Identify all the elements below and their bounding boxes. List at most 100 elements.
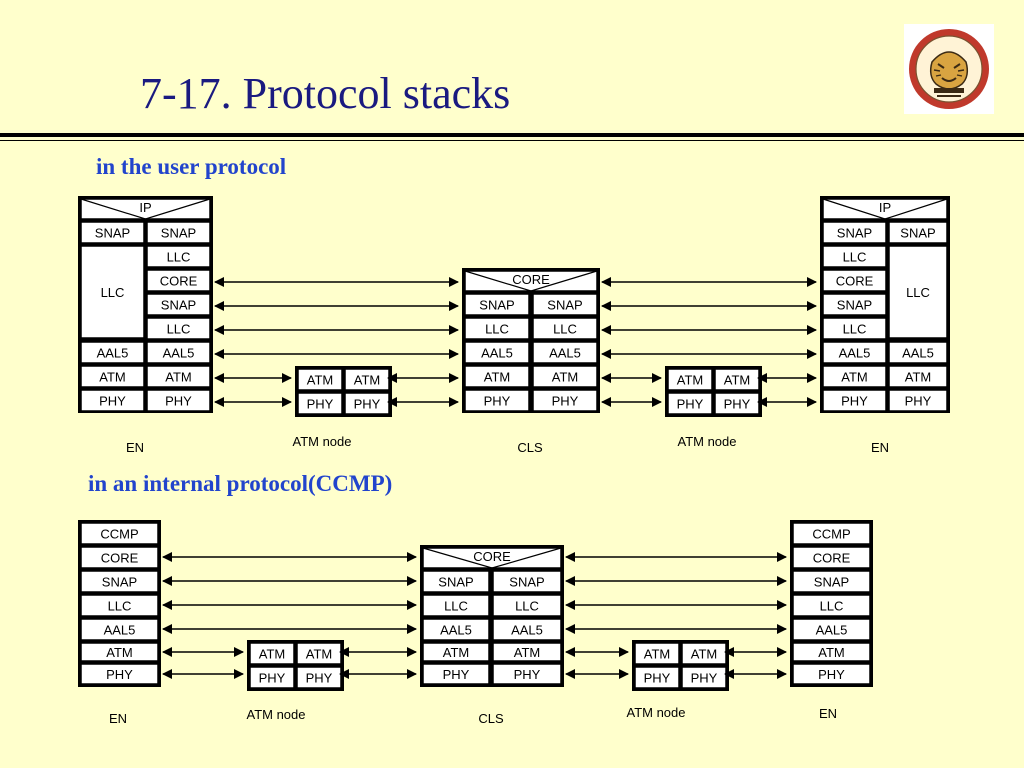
ccmp-en-right-llc-box — [792, 594, 871, 617]
ccmp-cls-core-label: CORE — [473, 549, 511, 564]
ccmp-label-atm-node-left: ATM node — [246, 707, 305, 722]
ccmp-cls-snap-b-box — [492, 570, 562, 593]
ccmp-cls-aal5-a-label: AAL5 — [440, 623, 472, 638]
user-en-left-snap-b-box — [146, 221, 211, 244]
ccmp-cls-aal5-b-label: AAL5 — [511, 623, 543, 638]
user-en-right-llc-2-box — [822, 317, 887, 340]
ccmp-atm-node-left-phy-right-label: PHY — [306, 671, 333, 686]
ccmp-cls-snap-a-box — [422, 570, 490, 593]
user-cls-snap-a-label: SNAP — [479, 298, 514, 313]
user-en-left-snap-c-box — [146, 293, 211, 316]
ccmp-label-en-left: EN — [109, 711, 127, 726]
user-en-left-llc-1-box — [146, 245, 211, 268]
user-en-right-phy-b-label: PHY — [905, 394, 932, 409]
ccmp-en-left-ccmp-label: CCMP — [100, 527, 138, 542]
ccmp-atm-node-left-phy-left-box — [249, 666, 295, 689]
user-en-right-phy-a-label: PHY — [841, 394, 868, 409]
user-en-left-core-box — [146, 269, 211, 292]
ccmp-en-left-phy-box — [80, 663, 159, 685]
ccmp-cls-aal5-a-box — [422, 618, 490, 641]
user-en-right-snap-b-label: SNAP — [900, 226, 935, 241]
user-cls-snap-b-label: SNAP — [547, 298, 582, 313]
user-cls-snap-a-box — [464, 293, 530, 316]
ccmp-en-right-atm-label: ATM — [818, 645, 844, 660]
user-en-left-phy-a-label: PHY — [99, 394, 126, 409]
user-en-right-atm-b-label: ATM — [905, 370, 931, 385]
ccmp-en-right-ccmp-box — [792, 522, 871, 545]
user-en-right-llc-1-label: LLC — [843, 250, 867, 265]
user-cls-frame — [462, 268, 600, 413]
user-atm-node-right-phy-right-label: PHY — [724, 397, 751, 412]
user-en-right-core-label: CORE — [836, 274, 874, 289]
user-en-right-ip-label: IP — [879, 200, 891, 215]
ccmp-en-right-ccmp-label: CCMP — [812, 527, 850, 542]
ccmp-cls-core-wedge — [422, 547, 562, 569]
user-cls-phy-a-label: PHY — [484, 394, 511, 409]
ccmp-en-right-phy-box — [792, 663, 871, 685]
ccmp-atm-node-right-atm-left-label: ATM — [644, 647, 670, 662]
ccmp-cls-atm-a-label: ATM — [443, 645, 469, 660]
section-heading-user: in the user protocol — [96, 154, 287, 179]
user-en-left-aal5-a-box — [80, 341, 145, 364]
ccmp-en-right-core-box — [792, 546, 871, 569]
ccmp-en-left-atm-box — [80, 642, 159, 662]
user-cls-core-wedge — [464, 270, 598, 292]
ccmp-atm-node-right-phy-left-box — [634, 666, 680, 689]
ccmp-en-left-core-label: CORE — [101, 551, 139, 566]
ccmp-en-right-atm-box — [792, 642, 871, 662]
ccmp-en-left-snap-label: SNAP — [102, 575, 137, 590]
user-label-atm-node-right: ATM node — [677, 434, 736, 449]
ccmp-en-left-llc-box — [80, 594, 159, 617]
user-cls-snap-b-box — [532, 293, 598, 316]
ccmp-en-right-phy-label: PHY — [818, 667, 845, 682]
ccmp-cls-llc-b-box — [492, 594, 562, 617]
user-en-right-aal5-b-box — [888, 341, 948, 364]
ccmp-atm-node-right-phy-right-label: PHY — [691, 671, 718, 686]
ccmp-cls-snap-b-label: SNAP — [509, 575, 544, 590]
ccmp-en-left-aal5-label: AAL5 — [104, 623, 136, 638]
user-atm-node-right-atm-left-label: ATM — [677, 373, 703, 388]
title-divider — [0, 133, 1024, 137]
ccmp-en-left-phy-label: PHY — [106, 667, 133, 682]
user-atm-node-right-atm-right-label: ATM — [724, 373, 750, 388]
user-en-right-ip-wedge — [822, 198, 948, 220]
user-en-right-atm-a-label: ATM — [841, 370, 867, 385]
user-en-left-llc-2-label: LLC — [167, 322, 191, 337]
ccmp-label-cls: CLS — [478, 711, 504, 726]
user-en-left-ip-wedge — [80, 198, 211, 220]
ccmp-cls-aal5-b-box — [492, 618, 562, 641]
user-en-right-aal5-b-label: AAL5 — [902, 346, 934, 361]
slide-title: 7-17. Protocol stacks — [140, 69, 511, 118]
ccmp-atm-node-left-atm-right-label: ATM — [306, 647, 332, 662]
user-en-right-atm-a-box — [822, 365, 887, 388]
ccmp-cls-atm-a-box — [422, 642, 490, 662]
user-cls-aal5-b-box — [532, 341, 598, 364]
user-en-left-aal5-b-box — [146, 341, 211, 364]
user-en-left-phy-a-box — [80, 389, 145, 412]
ccmp-cls-atm-b-label: ATM — [514, 645, 540, 660]
user-en-right-llc-tall-label: LLC — [906, 285, 930, 300]
user-en-right-core-box — [822, 269, 887, 292]
user-en-left-snap-b-label: SNAP — [161, 226, 196, 241]
user-en-left-atm-b-label: ATM — [165, 370, 191, 385]
user-en-right-llc-1-box — [822, 245, 887, 268]
user-en-right-snap-a-label: SNAP — [837, 226, 872, 241]
user-cls-llc-b-box — [532, 317, 598, 340]
user-en-right-snap-a-box — [822, 221, 887, 244]
user-cls-llc-a-box — [464, 317, 530, 340]
ccmp-cls-snap-a-label: SNAP — [438, 575, 473, 590]
user-cls-llc-b-label: LLC — [553, 322, 577, 337]
user-en-right-snap-c-box — [822, 293, 887, 316]
user-cls-llc-a-label: LLC — [485, 322, 509, 337]
user-en-right-llc-tall-box — [888, 245, 948, 339]
user-en-left-llc-tall-label: LLC — [101, 285, 125, 300]
title-divider-thin — [0, 140, 1024, 141]
ccmp-cls-atm-b-box — [492, 642, 562, 662]
ccmp-en-right-snap-label: SNAP — [814, 575, 849, 590]
user-atm-node-left-atm-right-label: ATM — [354, 373, 380, 388]
user-cls-phy-b-label: PHY — [552, 394, 579, 409]
ccmp-en-left-ccmp-box — [80, 522, 159, 545]
user-atm-node-left-atm-left-box — [297, 368, 343, 391]
ccmp-atm-node-right-phy-left-label: PHY — [644, 671, 671, 686]
